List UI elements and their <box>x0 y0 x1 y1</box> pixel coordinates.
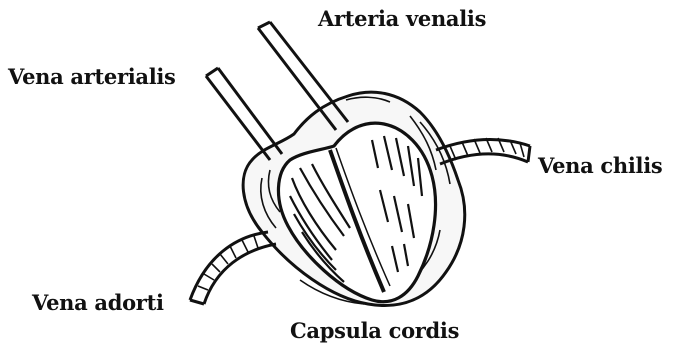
label-arteria-venalis: Arteria venalis <box>318 8 486 29</box>
label-capsula-cordis: Capsula cordis <box>290 320 459 341</box>
label-vena-adorti: Vena adorti <box>32 292 164 313</box>
label-vena-chilis: Vena chilis <box>538 155 662 176</box>
vena-chilis-vessel <box>436 138 530 164</box>
label-vena-arterialis: Vena arterialis <box>8 66 176 87</box>
vena-adorti-vessel <box>190 232 276 304</box>
